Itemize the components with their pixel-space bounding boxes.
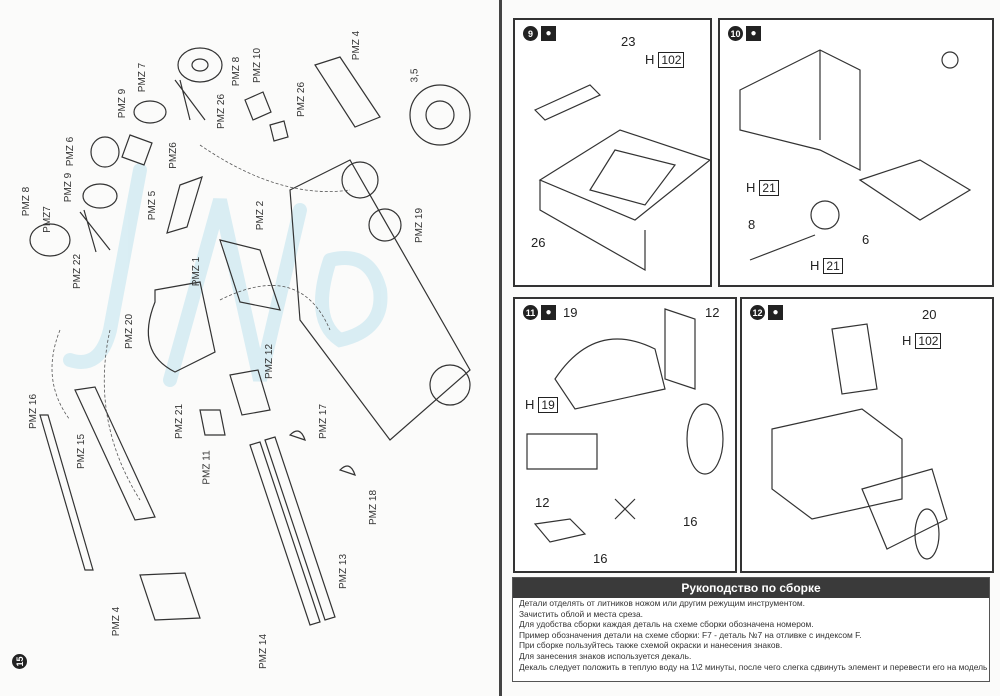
- part-label: PMZ 15: [76, 433, 88, 470]
- guide-line: Для занесения знаков используется декаль…: [519, 650, 692, 661]
- part-label: PMZ 12: [264, 343, 276, 380]
- step-number: 9: [523, 26, 538, 41]
- part-label: PMZ7: [41, 206, 53, 233]
- truck-chassis-drawing: [289, 159, 471, 441]
- part-number: 6: [862, 232, 870, 247]
- part-number: 16: [593, 551, 608, 566]
- guide-line: Зачистить облой и места среза.: [519, 608, 644, 619]
- part-number: 8: [748, 217, 756, 232]
- part-label: PMZ 13: [338, 553, 350, 590]
- part-label: PMZ 11: [201, 450, 213, 485]
- left-page: PMZ 8 PMZ 7 PMZ 9 PMZ 10 PMZ 26 PMZ 26 P…: [12, 30, 471, 670]
- guide-line: Пример обозначения детали на схеме сборк…: [519, 629, 862, 640]
- part-label: PMZ 8: [231, 56, 243, 87]
- part-number: 23: [621, 34, 636, 49]
- exploded-assembly-drawing: [29, 47, 471, 626]
- part-label: PMZ 4: [351, 30, 363, 61]
- guide-line: Детали отделять от литников ножом или др…: [519, 598, 805, 608]
- glue-drop-icon: ●: [541, 26, 556, 41]
- part-label: PMZ 22: [72, 253, 84, 290]
- part-label: PMZ 21: [174, 403, 186, 440]
- part-label: PMZ 9: [63, 172, 75, 203]
- part-label: PMZ 7: [137, 62, 149, 93]
- guide-title: Рукоподство по сборке: [513, 578, 989, 598]
- part-number: 12: [705, 305, 720, 320]
- part-label: 3,5: [409, 68, 421, 83]
- part-label: PMZ 18: [368, 489, 380, 526]
- part-label: PMZ6: [167, 142, 179, 169]
- part-number: 16: [683, 514, 698, 529]
- part-label: PMZ 9: [117, 88, 129, 119]
- part-label: PMZ 20: [124, 313, 136, 350]
- step-number: 11: [523, 305, 538, 320]
- guide-line: Декаль следует положить в теплую воду на…: [519, 661, 988, 672]
- glue-drop-icon: ●: [746, 26, 761, 41]
- part-label: PMZ 10: [252, 47, 264, 84]
- part-label: PMZ 26: [216, 93, 228, 130]
- part-label: PMZ 14: [258, 633, 270, 670]
- page-fold-divider: [499, 0, 502, 696]
- part-label: PMZ 19: [414, 207, 426, 244]
- part-label: PMZ 4: [111, 606, 123, 637]
- glue-drop-icon: ●: [541, 305, 556, 320]
- step-number: 12: [750, 305, 765, 320]
- part-number: 26: [531, 235, 546, 250]
- part-label: PMZ 1: [191, 256, 203, 287]
- part-number: 19: [563, 305, 578, 320]
- part-label: PMZ 5: [147, 190, 159, 221]
- assembly-guide-box: Рукоподство по сборке Детали отделять от…: [512, 577, 990, 682]
- guide-line: При сборке пользуйтесь также схемой окра…: [519, 640, 783, 651]
- spoked-wheel-drawing: [29, 223, 71, 257]
- spoked-wheel-drawing: [177, 47, 223, 83]
- watermark: [63, 163, 388, 387]
- glue-drop-icon: ●: [768, 305, 783, 320]
- part-label: PMZ 2: [255, 200, 267, 231]
- part-number: 12: [535, 495, 550, 510]
- part-label: PMZ 8: [21, 186, 33, 217]
- part-label: PMZ 16: [28, 393, 40, 430]
- page-number: 15: [12, 654, 27, 669]
- part-number: 20: [922, 307, 937, 322]
- part-label: PMZ 26: [296, 81, 308, 118]
- part-label: PMZ 17: [318, 403, 330, 440]
- step-number: 10: [728, 26, 743, 41]
- guide-line: Для удобства сборки каждая деталь на схе…: [519, 619, 814, 630]
- part-label: PMZ 6: [65, 136, 77, 167]
